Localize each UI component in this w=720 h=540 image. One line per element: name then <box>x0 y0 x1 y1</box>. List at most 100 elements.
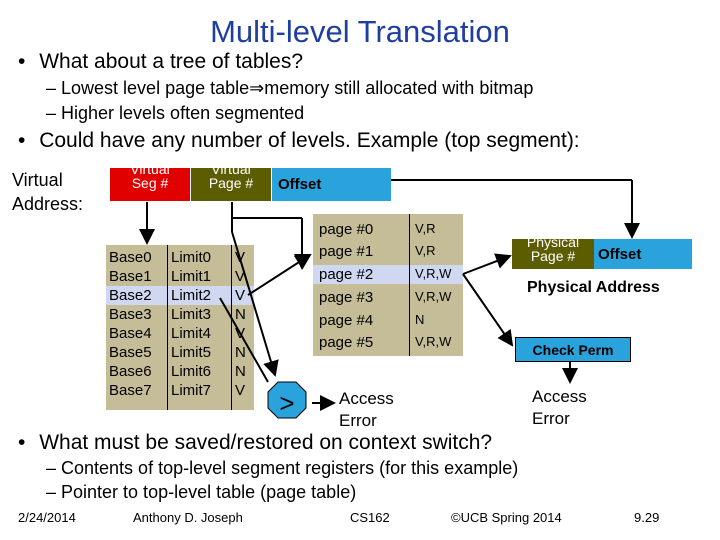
compare-symbol: > <box>279 388 294 418</box>
segment-base: Base4 <box>109 325 152 342</box>
virtual-address-label: Virtual Address: <box>12 168 83 216</box>
page-entry: page #3 <box>319 289 374 306</box>
page-perm: V,R,W <box>415 289 452 304</box>
access-error-2: Access Error <box>532 386 587 430</box>
bullet-1-text: What about a tree of tables? <box>39 50 304 73</box>
sub-1-pre: Lowest level page table <box>61 78 250 98</box>
page-entry: page #1 <box>319 243 374 260</box>
segment-limit: Limit2 <box>171 287 212 304</box>
limit-to-compare-line <box>219 297 269 383</box>
segment-valid: V <box>235 382 246 399</box>
physical-page-line1: Physical <box>526 239 580 250</box>
segment-base: Base5 <box>109 344 152 361</box>
segment-limit: Limit0 <box>171 249 212 266</box>
bullet-3: • What must be saved/restored on context… <box>18 431 492 455</box>
segment-base: Base1 <box>109 268 152 285</box>
sub-3-1-text: Contents of top-level segment registers … <box>61 458 519 478</box>
virtual-seg-line2: Seg # <box>131 175 169 191</box>
virtual-offset-box: Offset <box>272 168 391 201</box>
page-title: Multi-level Translation <box>210 14 510 49</box>
access-error-2-line1: Access <box>532 387 587 406</box>
page-perm: V,R <box>415 221 436 236</box>
perm-to-check-arrow <box>462 273 514 347</box>
compare-octagon-icon <box>267 381 307 419</box>
bullet-1: • What about a tree of tables? <box>18 50 303 74</box>
page-entry: page #4 <box>319 312 374 329</box>
page-perm: V,R <box>415 243 436 258</box>
physical-page-line2: Page # <box>530 248 576 264</box>
bullet-dot: • <box>18 129 26 152</box>
segment-base: Base7 <box>109 382 152 399</box>
access-error-1-line2: Error <box>339 411 377 430</box>
footer-course: CS162 <box>350 510 390 525</box>
page-table: page #0 V,R page #1 V,R page #2 V,R,W page … <box>313 214 463 356</box>
page-entry: page #0 <box>319 221 374 238</box>
segment-base: Base2 <box>109 287 152 304</box>
virtual-page-line2: Page # <box>208 175 254 191</box>
page-col-divider <box>409 214 410 356</box>
segment-row-highlighted: Base2 Limit2 V <box>106 286 254 305</box>
bullet-2: • Could have any number of levels. Examp… <box>18 129 580 153</box>
footer-slide-number: 9.29 <box>634 510 660 525</box>
physical-address-label: Physical Address <box>527 279 660 296</box>
implies-arrow: ⇒ <box>249 78 265 98</box>
page-entry: page #5 <box>319 334 374 351</box>
segment-limit: Limit7 <box>171 382 212 399</box>
physical-offset-box: Offset <box>594 239 692 269</box>
segment-valid: N <box>235 344 246 361</box>
access-error-2-line2: Error <box>532 409 570 428</box>
base-to-page-arrow <box>247 253 312 296</box>
page-table-row: page #4 N <box>313 311 463 330</box>
virtual-address-label-line1: Virtual <box>12 170 63 190</box>
page-table-row: page #1 V,R <box>313 242 463 261</box>
physical-offset-label: Offset <box>598 245 642 263</box>
virtual-page-line1: Virtual <box>211 168 251 177</box>
virtual-address-label-line2: Address: <box>12 194 84 214</box>
physical-page-box: Physical Page # <box>512 239 594 269</box>
segment-base: Base6 <box>109 363 152 380</box>
bullet-2-text: Could have any number of levels. Example… <box>39 129 580 152</box>
page-table-row-highlighted: page #2 V,R,W <box>313 265 463 284</box>
footer-copyright: ©UCB Spring 2014 <box>451 510 562 525</box>
sub-3-2-text: Pointer to top-level table (page table) <box>61 482 357 502</box>
segment-limit: Limit6 <box>171 363 212 380</box>
footer-date: 2/24/2014 <box>18 510 76 525</box>
bullet-3-sub-1: – Contents of top-level segment register… <box>46 458 519 478</box>
bullet-1-sub-2: – Higher levels often segmented <box>46 103 305 123</box>
segment-limit: Limit1 <box>171 268 212 285</box>
access-error-1-line1: Access <box>339 389 394 408</box>
segment-base: Base3 <box>109 306 152 323</box>
sub-1-post: memory still allocated with bitmap <box>264 78 534 98</box>
access-error-1: Access Error <box>339 388 394 432</box>
page-table-row: page #3 V,R,W <box>313 288 463 307</box>
bullet-dot: • <box>18 50 26 73</box>
segment-limit: Limit4 <box>171 325 212 342</box>
segment-limit: Limit5 <box>171 344 212 361</box>
footer-author: Anthony D. Joseph <box>133 510 243 525</box>
virtual-seg-box: Virtual Seg # <box>110 168 190 201</box>
segment-valid: N <box>235 363 246 380</box>
bullet-3-text: What must be saved/restored on context s… <box>39 431 493 454</box>
frame-to-physical-arrow <box>462 253 512 275</box>
segment-base: Base0 <box>109 249 152 266</box>
segment-valid: V <box>235 287 246 304</box>
page-entry: page #2 <box>319 266 374 283</box>
segment-col-divider <box>231 245 232 410</box>
sub-2-text: Higher levels often segmented <box>61 103 305 123</box>
segment-valid: V <box>235 268 246 285</box>
page-perm: V,R,W <box>415 334 452 349</box>
page-to-compare-arrow <box>231 231 279 377</box>
check-perm-label: Check Perm <box>532 341 614 358</box>
page-table-row: page #0 V,R <box>313 220 463 239</box>
bullet-dot: • <box>18 431 26 454</box>
page-perm: N <box>415 312 425 327</box>
segment-limit: Limit3 <box>171 306 212 323</box>
segment-valid: N <box>235 306 246 323</box>
segment-col-divider <box>167 245 168 410</box>
page-perm: V,R,W <box>415 266 452 281</box>
virtual-page-box: Virtual Page # <box>191 168 271 201</box>
page-table-row: page #5 V,R,W <box>313 333 463 352</box>
virtual-offset-label: Offset <box>278 176 322 193</box>
check-perm-box: Check Perm <box>515 337 631 362</box>
